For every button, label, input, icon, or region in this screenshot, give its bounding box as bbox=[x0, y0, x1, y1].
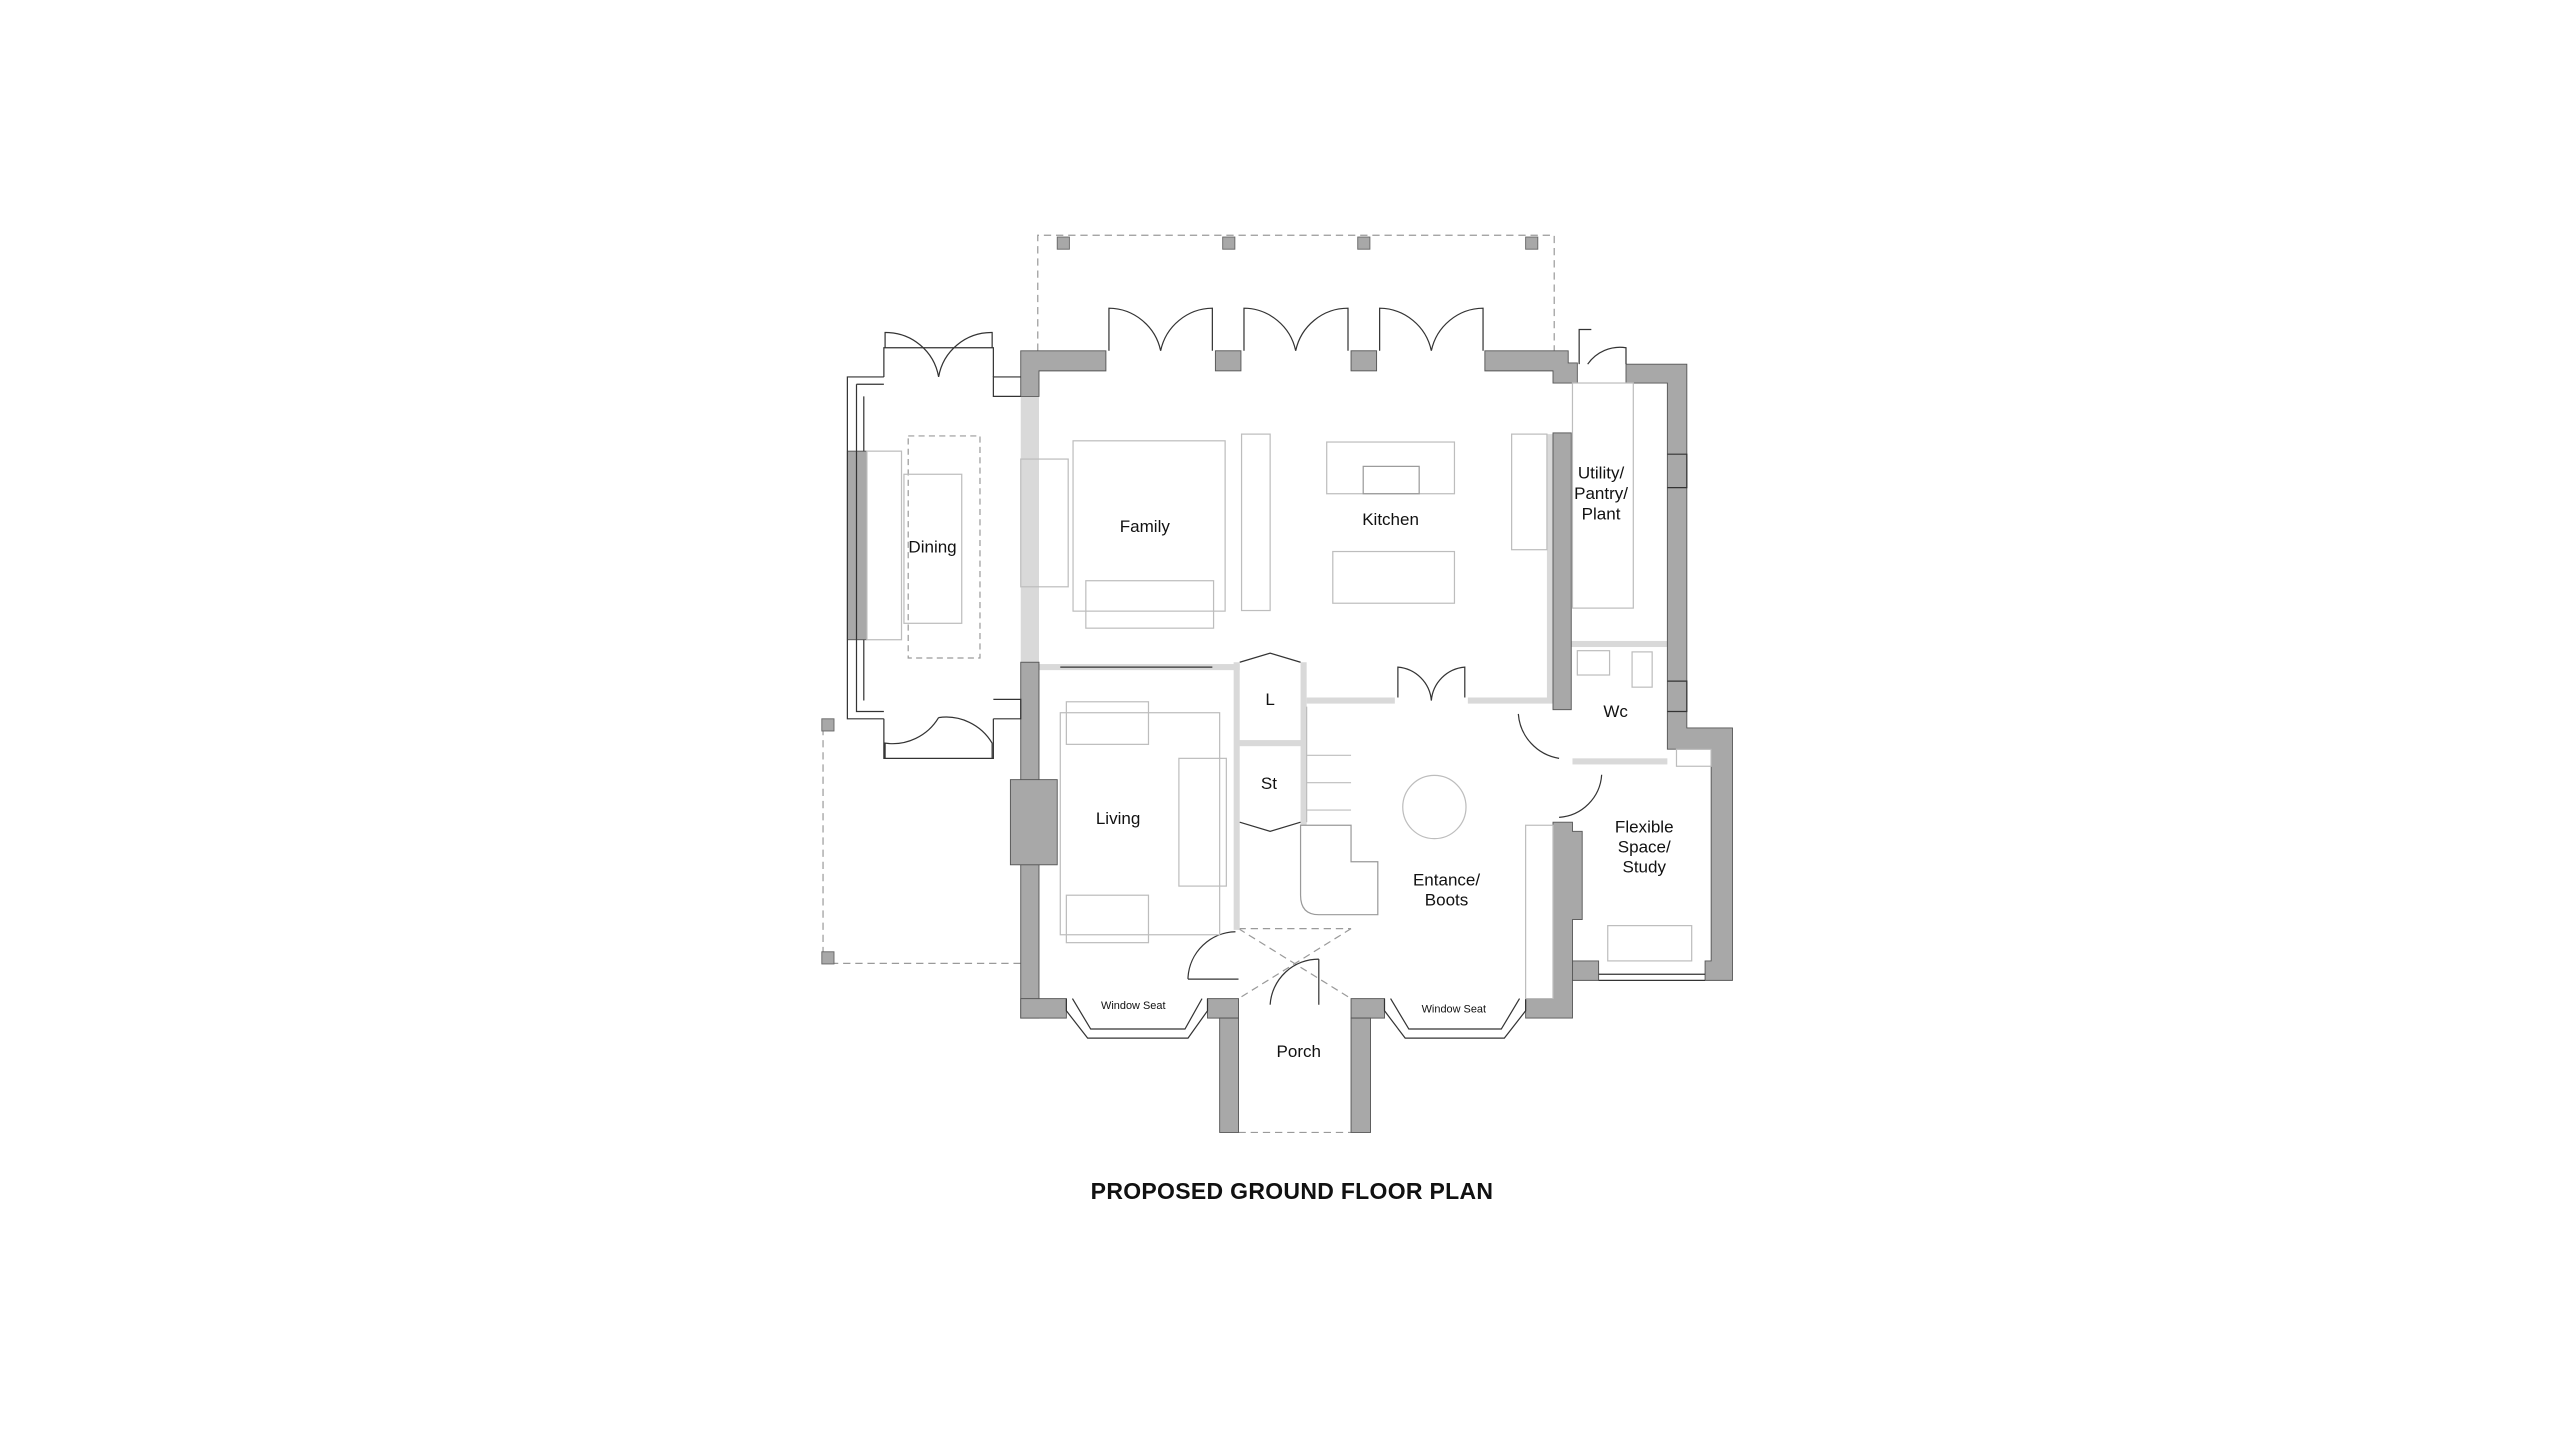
drawing-title: PROPOSED GROUND FLOOR PLAN bbox=[1090, 1178, 1494, 1204]
furniture bbox=[866, 382, 1712, 1000]
pergola-outline bbox=[1037, 234, 1555, 665]
room-label-wc: Wc bbox=[1603, 702, 1628, 721]
room-label-flexible-3: Study bbox=[1622, 858, 1666, 877]
room-label-utility-1: Utility/ bbox=[1578, 464, 1625, 483]
label-window-seat-left: Window Seat bbox=[1101, 1000, 1165, 1012]
room-label-entrance-2: Boots bbox=[1425, 891, 1469, 910]
room-label-flexible-2: Space/ bbox=[1618, 838, 1671, 857]
terrace-outline bbox=[821, 718, 1021, 965]
dining-bay-walls bbox=[846, 347, 1022, 759]
room-label-utility-3: Plant bbox=[1582, 504, 1621, 523]
room-label-living: Living bbox=[1096, 809, 1140, 828]
room-label-porch: Porch bbox=[1277, 1042, 1321, 1061]
porch-canopy-outline bbox=[1222, 928, 1367, 1134]
room-label-flexible-1: Flexible bbox=[1615, 818, 1674, 837]
room-label-utility-2: Pantry/ bbox=[1574, 484, 1628, 503]
label-window-seat-right: Window Seat bbox=[1422, 1004, 1486, 1016]
room-label-kitchen: Kitchen bbox=[1362, 510, 1419, 529]
external-walls bbox=[846, 350, 1733, 1133]
room-label-store: St bbox=[1261, 774, 1277, 793]
room-label-family: Family bbox=[1120, 517, 1171, 536]
room-label-dining: Dining bbox=[908, 538, 956, 557]
room-label-entrance-1: Entance/ bbox=[1413, 870, 1480, 889]
doors bbox=[884, 307, 1627, 1005]
window-seat-bays bbox=[1065, 453, 1706, 1039]
room-label-larder: L bbox=[1265, 690, 1274, 709]
